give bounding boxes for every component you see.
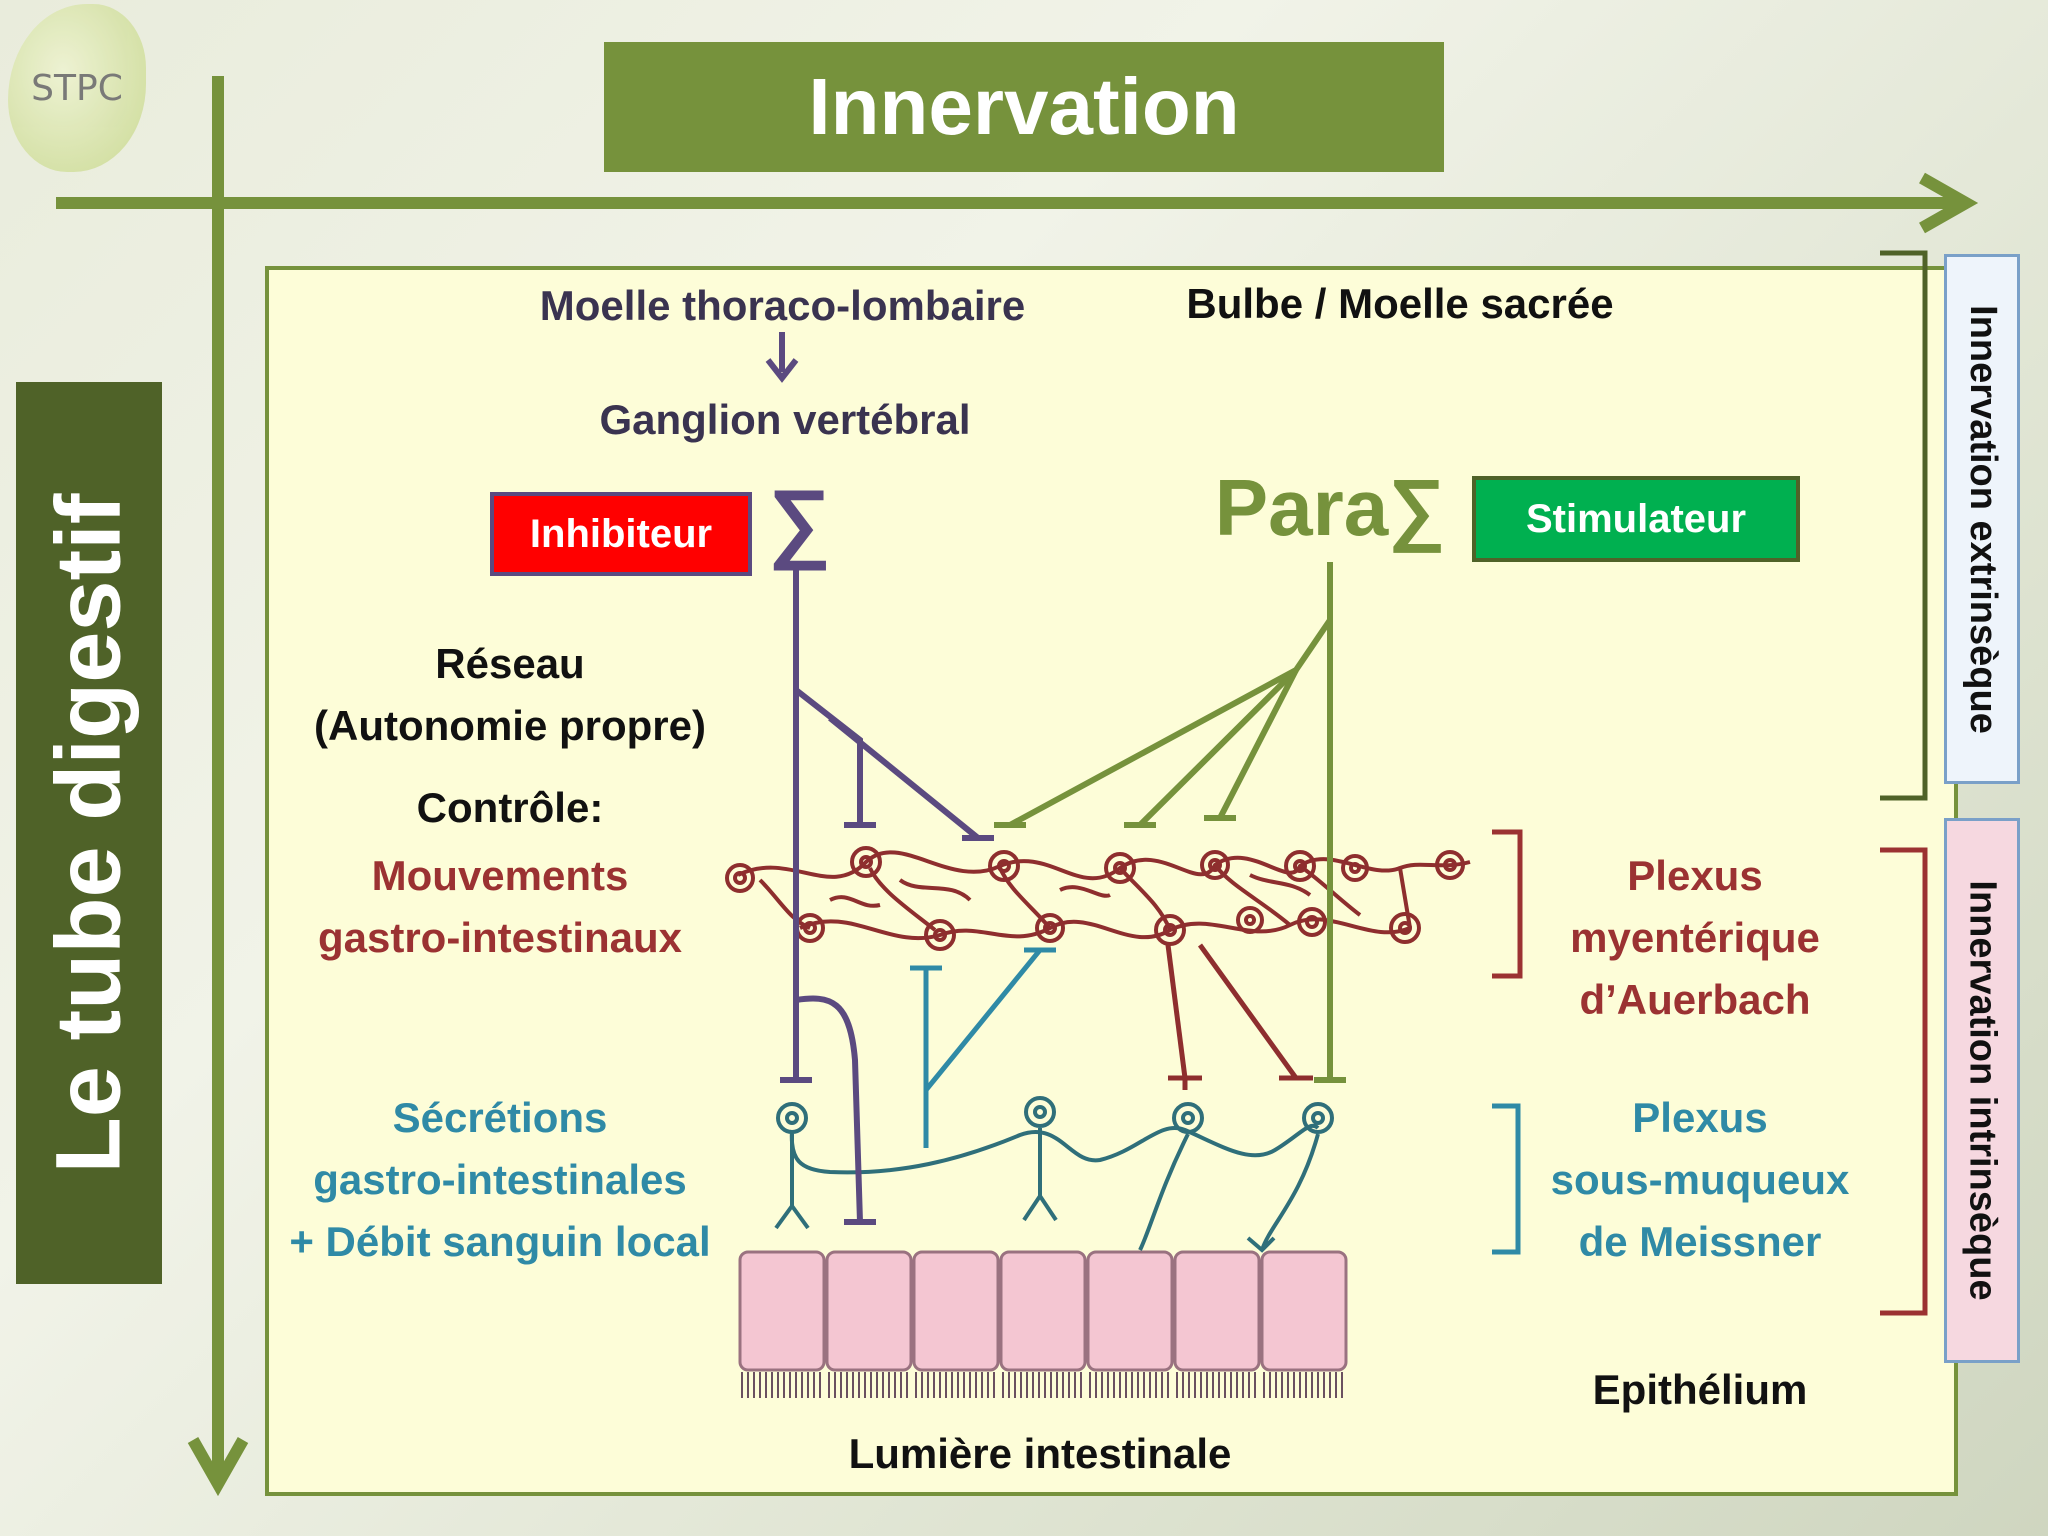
submucosal-bracket bbox=[1492, 1103, 1521, 1255]
moelle-thoraco-label: Moelle thoraco-lombaire bbox=[539, 282, 1026, 329]
secretions-label-3: + Débit sanguin local bbox=[289, 1218, 711, 1265]
plexus-myenteric-label-1: Plexus bbox=[1627, 852, 1763, 899]
plexus-myenteric-label-2: myentérique bbox=[1570, 914, 1820, 961]
intrinsic-bracket bbox=[1880, 847, 1928, 1316]
parasympathetic-fibers bbox=[994, 562, 1346, 1083]
plexus-submucosal-label-3: de Meissner bbox=[1578, 1218, 1822, 1265]
sympathetic-fibers bbox=[780, 570, 994, 1225]
extrinsic-bracket bbox=[1880, 250, 1928, 801]
intrinsic-box: Innervation intrinsèque bbox=[1944, 818, 2020, 1363]
myenteric-plexus bbox=[725, 846, 1471, 951]
teal-fibers bbox=[910, 947, 1056, 1148]
mouvements-label-1: Mouvements bbox=[371, 852, 629, 899]
ganglion-label: Ganglion vertébral bbox=[599, 396, 971, 443]
reseau-label: Réseau bbox=[435, 640, 585, 687]
autonomie-label: (Autonomie propre) bbox=[314, 702, 706, 749]
epithelium-cells bbox=[738, 1250, 1348, 1372]
inhibiteur-badge: Inhibiteur bbox=[490, 492, 752, 576]
logo: STPC bbox=[8, 4, 146, 172]
bulbe-label: Bulbe / Moelle sacrée bbox=[1186, 280, 1614, 327]
plexus-submucosal-label-2: sous-muqueux bbox=[1550, 1156, 1850, 1203]
plexus-submucosal-label-1: Plexus bbox=[1632, 1094, 1768, 1141]
secretions-label-2: gastro-intestinales bbox=[313, 1156, 687, 1203]
page-title: Innervation bbox=[604, 42, 1444, 172]
microvilli-1 bbox=[741, 1372, 821, 1398]
parasympathetic-symbol: Para∑ bbox=[1214, 463, 1446, 552]
lumiere-label: Lumière intestinale bbox=[848, 1430, 1232, 1477]
mouvements-label-2: gastro-intestinaux bbox=[317, 914, 683, 961]
sympathetic-symbol: ∑ bbox=[768, 471, 831, 570]
secretions-label-1: Sécrétions bbox=[392, 1094, 608, 1141]
plexus-myenteric-label-3: d’Auerbach bbox=[1579, 976, 1811, 1023]
myenteric-bracket bbox=[1492, 829, 1523, 979]
logo-text: STPC bbox=[31, 67, 123, 109]
epithelium-label: Epithélium bbox=[1592, 1366, 1808, 1413]
controle-label: Contrôle: bbox=[416, 784, 604, 831]
vertical-title-bar: Le tube digestif bbox=[16, 382, 162, 1284]
extrinsic-box: Innervation extrinsèque bbox=[1944, 254, 2020, 784]
submucosal-plexus bbox=[774, 1096, 1334, 1253]
myenteric-descending-fibers bbox=[1165, 943, 1313, 1090]
stimulateur-badge: Stimulateur bbox=[1472, 476, 1800, 562]
